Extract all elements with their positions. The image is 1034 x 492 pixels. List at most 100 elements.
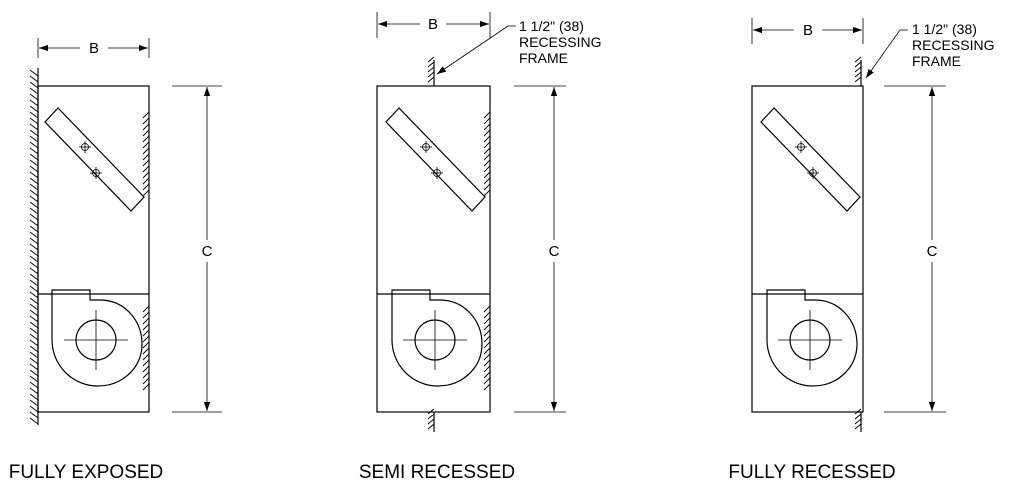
coil [760,107,861,212]
hatch-tick [427,66,435,73]
hatch-tick [29,69,39,77]
hatch-tick [29,387,39,395]
hatch-tick [483,347,491,355]
wall-hatch [29,69,39,425]
side-hatch [142,305,150,391]
hatch-tick [142,159,150,167]
hatch-tick [29,93,39,101]
hatch-tick [29,249,39,257]
hatch-tick [427,71,435,78]
height-dimension: C [884,85,946,413]
hatch-tick [142,359,150,367]
hatch-tick [142,353,150,361]
hatch-tick [483,317,491,325]
cabinet-outline [37,85,150,413]
hatch-tick [29,159,39,167]
hatch-tick [483,365,491,373]
hatch-tick [483,353,491,361]
hatch-tick [29,285,39,293]
hatch-tick [29,297,39,305]
hatch-tick [29,213,39,221]
hatch-tick [483,383,491,391]
hatch-tick [29,195,39,203]
width-label: B [428,16,438,33]
hatch-tick [483,377,491,385]
hatch-tick [29,219,39,227]
hatch-tick [142,371,150,379]
side-hatch [483,111,491,197]
hatch-tick [29,417,39,425]
hatch-tick [483,123,491,131]
blower-housing [766,289,858,387]
width-dimension: B [37,38,150,58]
hatch-tick [142,329,150,337]
width-label: B [89,40,99,57]
hatch-tick [29,231,39,239]
hatch-tick [483,129,491,137]
view-caption: FULLY RECESSED [728,462,895,483]
blower-housing [51,289,143,387]
hatch-tick [29,261,39,269]
hatch-tick [427,418,435,425]
hatch-tick [29,117,39,125]
hatch-tick [142,311,150,319]
blower [766,289,858,387]
hatch-tick [142,171,150,179]
hatch-tick [483,305,491,313]
hatch-tick [427,413,435,420]
hatch-tick [29,267,39,275]
hatch-tick [142,165,150,173]
view-semi-recessed: B 1 1/2" (38) RECESSING FRAME C SEMI REC… [359,12,601,483]
coil-mount-point [807,167,819,179]
hatch-tick [142,135,150,143]
hatch-tick [29,147,39,155]
hatch-tick [29,243,39,251]
frame-note-line: 1 1/2" (38) [912,21,977,37]
hatch-tick [142,189,150,197]
height-dimension: C [514,85,566,413]
hatch-tick [29,375,39,383]
hatch-tick [29,87,39,95]
view-caption: FULLY EXPOSED [9,462,164,483]
hatch-tick [29,75,39,83]
hatch-tick [29,351,39,359]
height-label: C [549,243,560,260]
hatch-tick [854,56,862,63]
hatch-tick [29,291,39,299]
hatch-tick [854,61,862,68]
hatch-tick [427,423,435,430]
frame-leader [436,25,516,75]
hatch-tick [142,323,150,331]
coil-mount-point [420,141,432,153]
width-dimension: B [376,12,491,38]
hatch-tick [29,411,39,419]
hatch-tick [483,159,491,167]
hatch-tick [854,423,862,430]
frame-note-line: 1 1/2" (38) [519,18,584,34]
hatch-tick [483,323,491,331]
hatch-tick [29,345,39,353]
hatch-tick [29,189,39,197]
coil-mount-point [431,167,443,179]
frame-hatch [427,408,435,430]
hatch-tick [29,309,39,317]
hatch-tick [142,317,150,325]
frame-leader [865,29,908,79]
coil-mount-point [79,141,91,153]
hatch-tick [142,123,150,131]
hatch-tick [483,111,491,119]
hatch-tick [142,177,150,185]
hatch-tick [854,71,862,78]
hatch-tick [483,329,491,337]
coil-outline [385,107,486,212]
hatch-tick [29,201,39,209]
hatch-tick [483,135,491,143]
hatch-tick [29,327,39,335]
hatch-tick [142,347,150,355]
hatch-tick [29,123,39,131]
blower-housing [391,289,483,387]
hatch-tick [427,61,435,68]
coil [44,107,145,212]
